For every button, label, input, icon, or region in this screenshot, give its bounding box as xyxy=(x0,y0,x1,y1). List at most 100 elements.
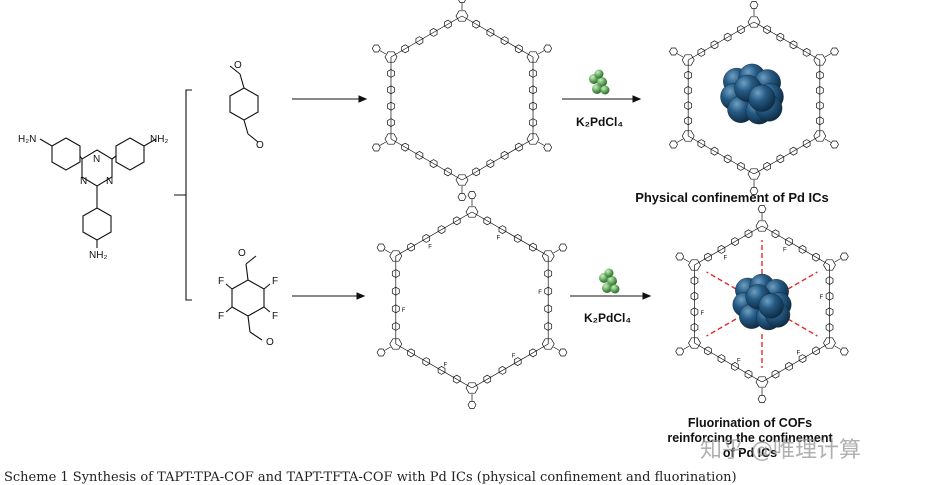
framework-ring xyxy=(544,286,553,296)
framework-ring xyxy=(389,338,403,350)
framework-ring xyxy=(541,250,555,262)
framework-ring xyxy=(731,237,739,247)
framework-ring xyxy=(376,348,386,357)
watermark: 知乎 @唯理计算 xyxy=(700,438,861,463)
framework-ring xyxy=(816,85,824,95)
framework-ring xyxy=(789,40,798,50)
framework-ring xyxy=(371,44,381,53)
framework-ring xyxy=(486,27,495,37)
framework-ring xyxy=(771,229,780,239)
framework-ring xyxy=(825,276,834,286)
framework-ring xyxy=(737,161,745,171)
framework-ring xyxy=(744,369,753,379)
framework-ring xyxy=(825,291,834,301)
framework-ring xyxy=(391,304,400,314)
amine-label-right: NH₂ xyxy=(150,134,168,145)
framework-ring xyxy=(387,85,395,95)
framework-linker xyxy=(688,135,755,175)
framework-ring xyxy=(500,150,509,160)
framework-ring xyxy=(744,229,753,239)
framework-ring xyxy=(457,193,467,201)
framework-ring xyxy=(422,233,431,243)
framework-ring xyxy=(529,348,537,358)
framework-ring xyxy=(529,118,537,128)
framework-ring xyxy=(785,237,793,247)
framework-ring xyxy=(452,374,461,384)
framework-linker xyxy=(390,15,463,58)
framework-arm xyxy=(834,258,841,263)
pd-atom xyxy=(758,293,784,319)
framework-arm xyxy=(379,50,386,55)
framework-ring xyxy=(465,382,479,394)
framework-ring xyxy=(830,47,839,56)
cof-framework-tpa xyxy=(371,0,553,201)
framework-ring xyxy=(690,291,699,301)
framework-ring xyxy=(684,85,692,95)
framework-ring xyxy=(789,146,798,156)
fluorine-mark: F xyxy=(538,290,542,296)
framework-ring xyxy=(723,154,732,164)
tapt-monomer xyxy=(39,137,157,248)
framework-ring xyxy=(498,365,507,375)
framework-ring xyxy=(717,244,726,254)
framework-ring xyxy=(526,51,540,63)
framework-linker xyxy=(461,15,534,58)
framework-arm xyxy=(538,141,545,146)
framework-ring xyxy=(558,348,568,357)
framework-ring xyxy=(697,139,706,149)
framework-ring xyxy=(544,321,553,331)
framework-ring xyxy=(816,70,824,80)
framework-ring xyxy=(513,233,522,243)
framework-arm xyxy=(379,141,386,146)
framework-ring xyxy=(675,252,685,261)
framework-ring xyxy=(785,361,793,371)
fluorine-mark: F xyxy=(428,244,432,250)
framework-arm xyxy=(676,53,684,58)
framework-ring xyxy=(544,269,553,279)
framework-ring xyxy=(415,150,424,160)
framework-ring xyxy=(391,269,400,279)
framework-ring xyxy=(391,286,400,296)
framework-ring xyxy=(681,54,695,66)
framework-ring xyxy=(529,68,537,78)
pd-cluster-bottom xyxy=(732,273,792,331)
framework-arm xyxy=(384,346,391,351)
framework-ring xyxy=(757,395,767,403)
framework-arm xyxy=(834,345,841,350)
framework-ring xyxy=(669,140,678,149)
framework-ring xyxy=(717,354,726,364)
framework-ring xyxy=(747,168,761,180)
pd-precursor-icon-bottom xyxy=(599,268,620,294)
product-label-bottom: Fluorination of COFs reinforcing the con… xyxy=(640,416,860,461)
framework-ring xyxy=(839,252,849,261)
framework-ring xyxy=(443,19,452,29)
framework-ring xyxy=(723,32,732,42)
framework-ring xyxy=(544,304,553,314)
framework-ring xyxy=(514,44,523,54)
fluorine-mark: F xyxy=(737,358,741,364)
framework-ring xyxy=(763,161,771,171)
fluorine-mark: F xyxy=(402,308,406,314)
triazine-n-right: N xyxy=(106,176,113,187)
framework-ring xyxy=(710,146,719,156)
framework-ring xyxy=(813,130,827,142)
product-label-bottom-line-2: reinforcing the confinement xyxy=(667,431,833,445)
fluorine-3: F xyxy=(218,311,224,322)
framework-ring xyxy=(747,16,761,28)
framework-linker xyxy=(694,342,763,383)
framework-ring xyxy=(684,116,692,126)
tfta-monomer xyxy=(225,255,271,341)
framework-ring xyxy=(830,140,839,149)
framework-ring xyxy=(371,143,381,152)
framework-ring xyxy=(816,116,824,126)
framework-arm xyxy=(683,345,690,350)
framework-ring xyxy=(798,354,807,364)
framework-ring xyxy=(823,337,836,349)
framework-ring xyxy=(704,252,712,262)
framework-ring xyxy=(455,10,469,22)
framework-ring xyxy=(529,101,537,111)
aldehyde-o-top: O xyxy=(234,60,242,71)
